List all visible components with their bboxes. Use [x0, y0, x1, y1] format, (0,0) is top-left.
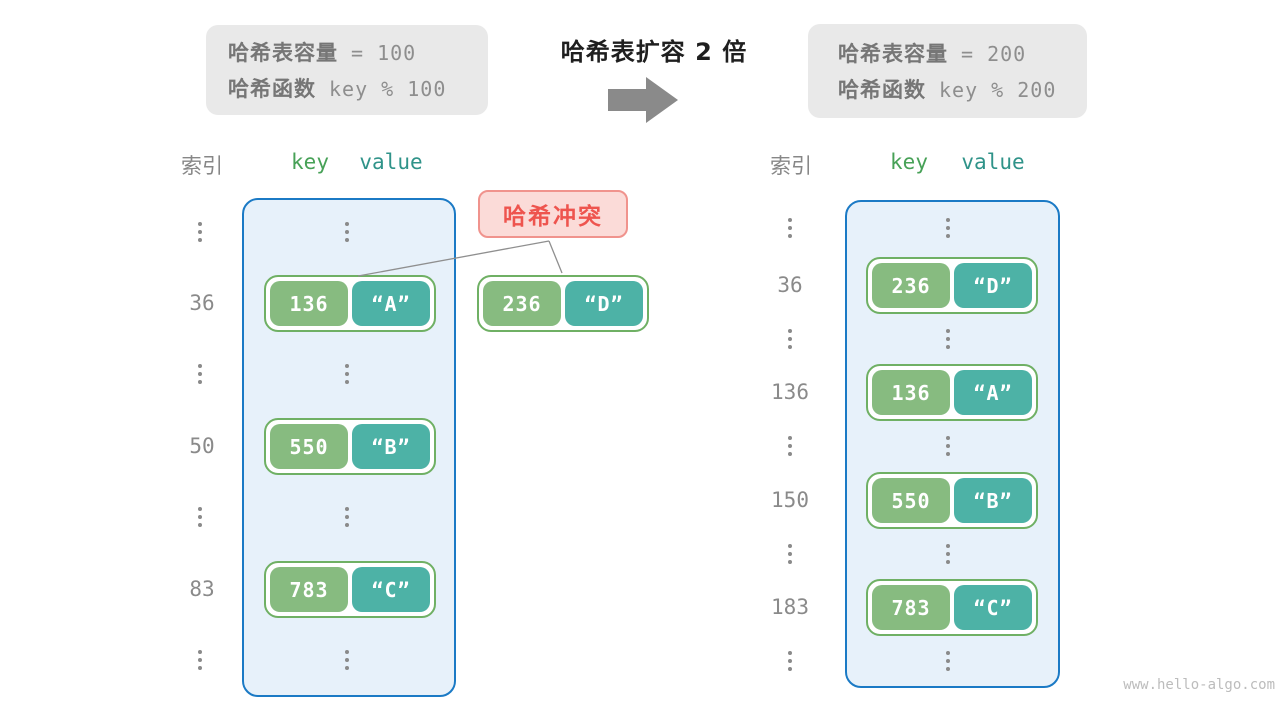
key-cell: 550	[270, 424, 348, 469]
left-index-header: 索引	[181, 154, 223, 178]
capacity-label: 哈希表容量	[838, 42, 948, 66]
right-key-header: key	[890, 150, 928, 174]
kv-pair-550-B: 550 “B”	[264, 418, 436, 475]
capacity-label: 哈希表容量	[228, 41, 338, 65]
index-label: 183	[771, 595, 809, 619]
vertical-ellipsis	[788, 436, 792, 440]
hash-function-value: key % 200	[939, 78, 1057, 102]
key-cell: 136	[872, 370, 950, 415]
key-cell: 783	[872, 585, 950, 630]
diagram-title: 哈希表扩容 2 倍	[560, 38, 748, 66]
index-label: 36	[777, 273, 803, 297]
capacity-value: = 100	[351, 41, 417, 65]
index-label: 150	[771, 488, 809, 512]
key-cell: 236	[483, 281, 561, 326]
value-cell: “D”	[565, 281, 643, 326]
value-cell: “C”	[352, 567, 430, 612]
vertical-ellipsis	[345, 364, 349, 368]
vertical-ellipsis	[946, 651, 950, 655]
index-label: 136	[771, 380, 809, 404]
capacity-box-after: 哈希表容量 = 200 哈希函数 key % 200	[808, 24, 1087, 118]
vertical-ellipsis	[788, 218, 792, 222]
capacity-line: 哈希表容量 = 100	[228, 37, 488, 67]
value-cell: “A”	[954, 370, 1032, 415]
hash-function-line: 哈希函数 key % 200	[838, 74, 1087, 104]
value-cell: “C”	[954, 585, 1032, 630]
vertical-ellipsis	[946, 544, 950, 548]
hash-function-label: 哈希函数	[838, 78, 926, 102]
capacity-line: 哈希表容量 = 200	[838, 38, 1087, 68]
right-index-header: 索引	[770, 154, 812, 178]
right-arrow-icon	[608, 77, 678, 123]
vertical-ellipsis	[946, 329, 950, 333]
vertical-ellipsis	[788, 329, 792, 333]
value-cell: “A”	[352, 281, 430, 326]
value-cell: “B”	[954, 478, 1032, 523]
index-label: 50	[189, 434, 215, 458]
index-label: 36	[189, 291, 215, 315]
value-cell: “D”	[954, 263, 1032, 308]
capacity-value: = 200	[961, 42, 1027, 66]
vertical-ellipsis	[788, 651, 792, 655]
hash-function-label: 哈希函数	[228, 77, 316, 101]
vertical-ellipsis	[198, 364, 202, 368]
key-cell: 550	[872, 478, 950, 523]
kv-pair-236-D: 236 “D”	[866, 257, 1038, 314]
key-cell: 783	[270, 567, 348, 612]
left-value-header: value	[359, 150, 423, 174]
vertical-ellipsis	[345, 650, 349, 654]
hash-collision-callout: 哈希冲突	[478, 190, 628, 238]
kv-pair-783-C: 783 “C”	[264, 561, 436, 618]
kv-pair-136-A: 136 “A”	[866, 364, 1038, 421]
vertical-ellipsis	[198, 222, 202, 226]
kv-pair-236-D: 236 “D”	[477, 275, 649, 332]
right-value-header: value	[961, 150, 1025, 174]
capacity-box-before: 哈希表容量 = 100 哈希函数 key % 100	[206, 25, 488, 115]
value-cell: “B”	[352, 424, 430, 469]
index-label: 83	[189, 577, 215, 601]
key-cell: 136	[270, 281, 348, 326]
vertical-ellipsis	[946, 218, 950, 222]
vertical-ellipsis	[345, 222, 349, 226]
vertical-ellipsis	[198, 650, 202, 654]
watermark: www.hello-algo.com	[1123, 677, 1275, 693]
hash-function-line: 哈希函数 key % 100	[228, 73, 488, 103]
vertical-ellipsis	[198, 507, 202, 511]
kv-pair-136-A: 136 “A”	[264, 275, 436, 332]
kv-pair-550-B: 550 “B”	[866, 472, 1038, 529]
vertical-ellipsis	[788, 544, 792, 548]
hash-function-value: key % 100	[329, 77, 447, 101]
vertical-ellipsis	[946, 436, 950, 440]
kv-pair-783-C: 783 “C”	[866, 579, 1038, 636]
key-cell: 236	[872, 263, 950, 308]
left-key-header: key	[291, 150, 329, 174]
vertical-ellipsis	[345, 507, 349, 511]
